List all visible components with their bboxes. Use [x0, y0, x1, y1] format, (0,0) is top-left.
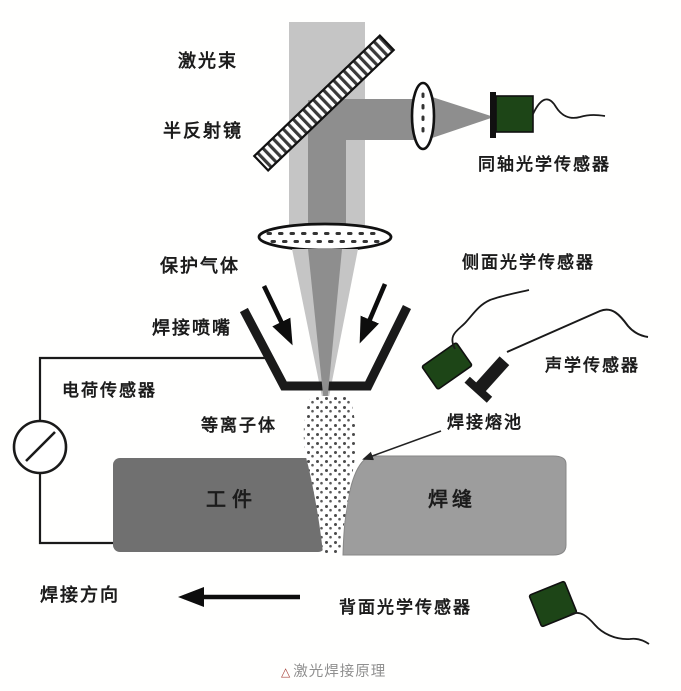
label-plasma: 等离子体 — [201, 416, 277, 436]
coaxial-sensor-cable — [532, 98, 606, 119]
label-charge-sensor: 电荷传感器 — [62, 381, 157, 401]
side-sensor-cable — [451, 289, 530, 350]
back-optical-sensor-icon — [528, 580, 650, 645]
label-workpiece: 工件 — [206, 487, 258, 511]
weld-seam-block — [342, 455, 567, 556]
collimating-lens-icon — [410, 81, 436, 151]
caption-text: 激光焊接原理 — [293, 664, 387, 680]
label-welding-direction: 焊接方向 — [40, 585, 120, 606]
back-sensor-cable — [569, 612, 650, 645]
label-side-sensor: 侧面光学传感器 — [462, 253, 595, 273]
converging-beam-to-sensor — [432, 97, 494, 138]
side-optical-sensor-icon — [421, 289, 530, 390]
focused-beam-inner — [308, 249, 342, 404]
label-shielding-gas: 保护气体 — [160, 256, 240, 277]
workpiece-block — [113, 458, 325, 552]
figure-caption: △激光焊接原理 — [281, 660, 386, 681]
label-laser-beam: 激光束 — [178, 51, 238, 72]
acoustic-sensor-icon — [464, 308, 649, 403]
caption-triangle-marker: △ — [281, 665, 292, 679]
label-back-sensor: 背面光学传感器 — [339, 598, 472, 618]
half-mirror-icon — [252, 34, 396, 172]
plasma-plume — [303, 396, 356, 553]
weld-pool-pointer — [362, 430, 442, 461]
gas-flow-arrows — [261, 283, 388, 346]
coaxial-sensor-icon — [490, 92, 606, 138]
label-coaxial-sensor: 同轴光学传感器 — [478, 155, 611, 175]
acoustic-sensor-cable — [506, 308, 649, 353]
label-welding-nozzle: 焊接喷嘴 — [152, 318, 232, 339]
charge-sensor-circuit — [12, 356, 267, 545]
label-weld-seam: 焊缝 — [428, 487, 476, 511]
label-acoustic-sensor: 声学传感器 — [545, 356, 640, 376]
label-half-mirror: 半反射镜 — [163, 121, 243, 142]
label-weld-pool: 焊接熔池 — [447, 413, 523, 433]
focusing-lens-icon — [257, 222, 393, 252]
